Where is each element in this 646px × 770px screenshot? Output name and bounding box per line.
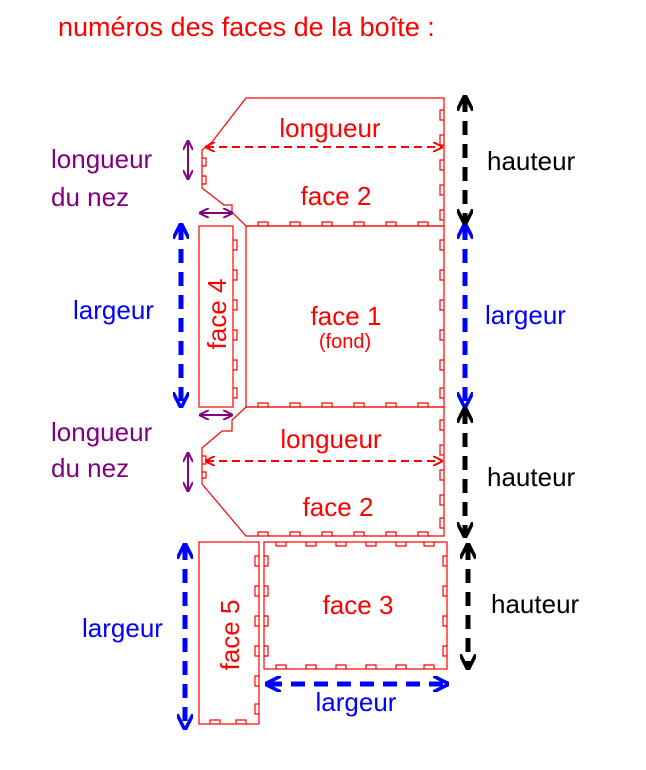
bottom-face2-length-label: longueur <box>280 424 382 454</box>
piece-face3-tabs <box>264 542 447 669</box>
piece-face3-outline <box>263 541 448 670</box>
face5-width-label: largeur <box>82 613 163 643</box>
diagram-title: numéros des faces de la boîte : <box>58 12 435 42</box>
piece-face1-tabs <box>257 239 444 407</box>
face1-label: face 1 <box>311 301 382 331</box>
top-face2-length-label: longueur <box>279 113 381 143</box>
bottom-face2-label: face 2 <box>303 492 374 522</box>
face1-width-label: largeur <box>485 300 566 330</box>
face1-sublabel: (fond) <box>319 331 371 353</box>
bottom-height-label: hauteur <box>487 462 576 492</box>
bottom-nose-length-label-line2: du nez <box>51 453 129 483</box>
piece-face4-outline <box>198 225 234 408</box>
piece-face5-outline <box>198 541 260 725</box>
top-height-label: hauteur <box>487 146 576 176</box>
piece-top-face2-tabs <box>202 109 444 226</box>
top-nose-length-label-line2: du nez <box>51 182 129 212</box>
top-nose-length-label-line1: longueur <box>51 144 153 174</box>
bottom-nose-length-label-line1: longueur <box>51 417 153 447</box>
piece-face4-tabs <box>233 239 238 399</box>
face3-height-label: hauteur <box>491 589 580 619</box>
face4-width-label: largeur <box>73 295 154 325</box>
piece-bottom-face2-outline <box>201 406 445 537</box>
piece-face5-tabs <box>209 555 259 724</box>
top-face2-label: face 2 <box>301 181 372 211</box>
face3-width-label: largeur <box>316 687 397 717</box>
face5-label: face 5 <box>215 600 245 671</box>
face3-label: face 3 <box>323 590 394 620</box>
face4-label: face 4 <box>202 279 232 350</box>
